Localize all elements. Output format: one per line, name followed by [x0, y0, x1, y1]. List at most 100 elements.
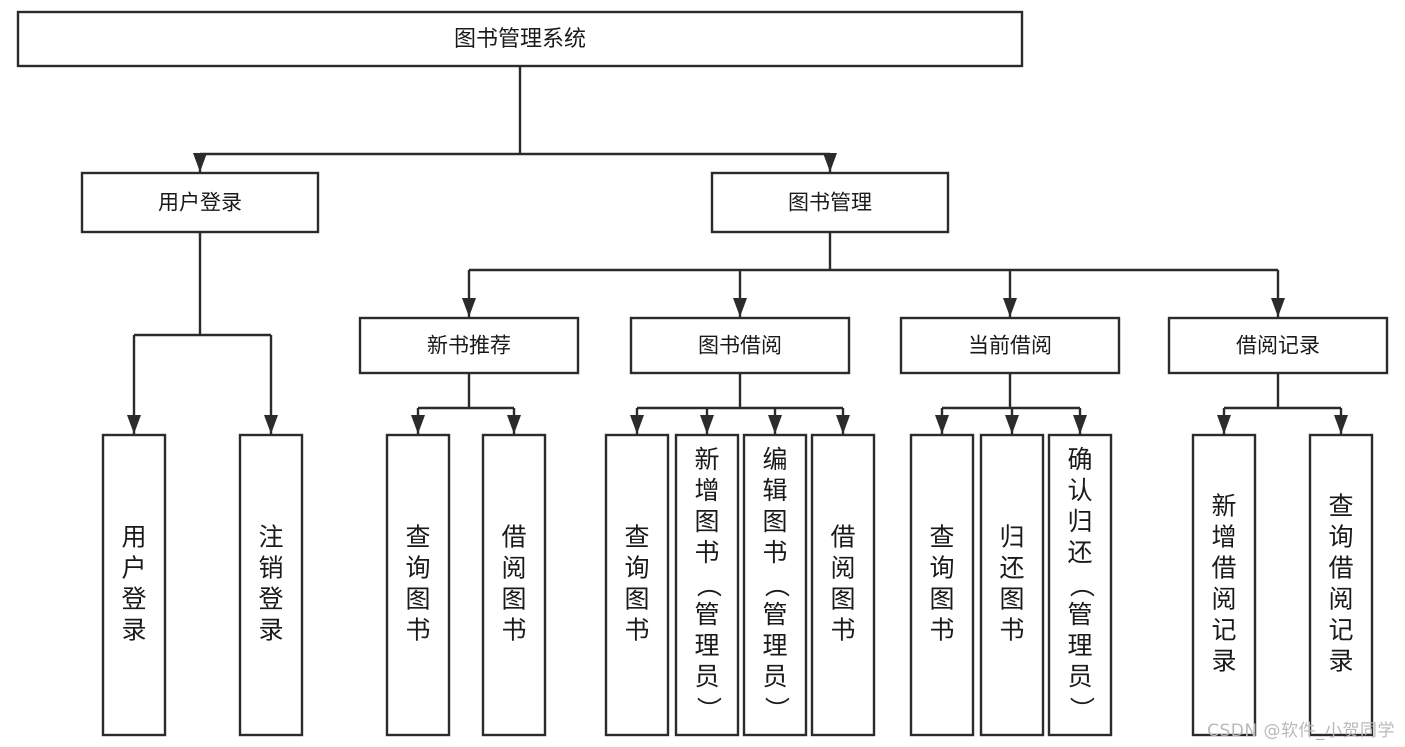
arrow-head-icon — [1003, 298, 1017, 317]
node-leaf-add-record-label-char: 录 — [1211, 647, 1236, 676]
node-leaf-confirm-return-label-char: 理 — [1067, 631, 1092, 660]
node-book-manage[interactable]: 图书管理 — [710, 171, 950, 234]
node-new-book-recommend[interactable]: 新书推荐 — [358, 316, 580, 375]
node-book-manage-rect[interactable] — [710, 171, 950, 234]
node-leaf-confirm-return-label-char: 确 — [1067, 445, 1092, 474]
node-borrow-record-rect[interactable] — [1167, 316, 1389, 375]
node-user-login-rect[interactable] — [80, 171, 320, 234]
node-leaf-return-book-rect[interactable] — [979, 433, 1045, 737]
node-leaf-edit-book-label-char: 理 — [762, 631, 787, 660]
arrow-head-icon — [935, 415, 949, 434]
node-new-book-recommend-rect[interactable] — [358, 316, 580, 375]
arrow-head-icon — [768, 415, 782, 434]
arrow-head-icon — [127, 415, 141, 434]
node-leaf-add-record-label-char: 阅 — [1211, 585, 1236, 614]
node-new-book-recommend-label: 新书推荐 — [427, 334, 511, 358]
arrow-head-icon — [462, 298, 476, 317]
connectors-layer — [127, 66, 1348, 434]
node-leaf-user-login[interactable]: 用户登录 — [101, 433, 167, 737]
node-leaf-user-login-label-char: 录 — [121, 616, 146, 645]
node-book-manage-label: 图书管理 — [788, 191, 872, 215]
node-leaf-query-book-2-label-char: 图 — [624, 585, 649, 614]
node-book-borrow-rect[interactable] — [629, 316, 851, 375]
node-leaf-user-login-label-char: 登 — [121, 585, 146, 614]
node-leaf-query-book-3-label-char: 书 — [929, 616, 954, 645]
node-leaf-confirm-return-rect[interactable] — [1047, 433, 1113, 737]
arrow-head-icon — [630, 415, 644, 434]
node-leaf-query-book-3-label-char: 图 — [929, 585, 954, 614]
node-leaf-edit-book-label-char: （ — [762, 572, 791, 597]
arrow-head-icon — [193, 153, 207, 172]
node-leaf-borrow-book-2-label-char: 书 — [830, 616, 855, 645]
arrow-head-icon — [733, 298, 747, 317]
node-leaf-query-record-rect[interactable] — [1308, 433, 1374, 737]
node-leaf-query-record-label-char: 录 — [1328, 647, 1353, 676]
node-leaf-edit-book-label-char: 书 — [762, 538, 787, 567]
node-leaf-borrow-book-2-label-char: 借 — [830, 523, 855, 552]
node-leaf-add-book-label-char: 管 — [694, 600, 719, 629]
node-leaf-edit-book-label-char: 辑 — [762, 476, 787, 505]
node-leaf-query-book-1-rect[interactable] — [385, 433, 451, 737]
node-leaf-borrow-book-2-rect[interactable] — [810, 433, 876, 737]
node-leaf-confirm-return-label-char: 还 — [1067, 538, 1092, 567]
node-borrow-record[interactable]: 借阅记录 — [1167, 316, 1389, 375]
node-leaf-add-book-label-char: 员 — [694, 662, 719, 691]
arrow-head-icon — [1073, 415, 1087, 434]
node-leaf-add-book-label-char: （ — [694, 572, 723, 597]
node-leaf-query-book-3-rect[interactable] — [909, 433, 975, 737]
node-leaf-edit-book-label-char: 管 — [762, 600, 787, 629]
node-leaf-add-record-rect[interactable] — [1191, 433, 1257, 737]
boxes-layer: 图书管理系统用户登录图书管理新书推荐图书借阅当前借阅借阅记录用户登录注销登录查询… — [16, 10, 1389, 737]
node-user-login-label: 用户登录 — [158, 191, 242, 215]
node-root-rect[interactable] — [16, 10, 1024, 68]
node-leaf-edit-book-rect[interactable] — [742, 433, 808, 737]
node-leaf-borrow-book-1-label-char: 借 — [501, 523, 526, 552]
node-leaf-return-book-label-char: 还 — [999, 554, 1024, 583]
node-leaf-query-book-1-label-char: 书 — [405, 616, 430, 645]
node-leaf-query-record-label-char: 阅 — [1328, 585, 1353, 614]
node-leaf-add-record-label-char: 记 — [1211, 616, 1236, 645]
node-root[interactable]: 图书管理系统 — [16, 10, 1024, 68]
node-leaf-borrow-book-1-rect[interactable] — [481, 433, 547, 737]
arrow-head-icon — [507, 415, 521, 434]
node-leaf-user-login-label-char: 户 — [121, 554, 146, 583]
node-user-login[interactable]: 用户登录 — [80, 171, 320, 234]
node-leaf-confirm-return-label-char: （ — [1067, 572, 1096, 597]
node-leaf-query-book-2-label-char: 询 — [624, 554, 649, 583]
node-leaf-query-book-2-label-char: 查 — [624, 523, 649, 552]
node-leaf-user-login-rect[interactable] — [101, 433, 167, 737]
node-leaf-add-book-label-char: 理 — [694, 631, 719, 660]
node-leaf-add-book-rect[interactable] — [674, 433, 740, 737]
node-current-borrow[interactable]: 当前借阅 — [899, 316, 1121, 375]
node-current-borrow-label: 当前借阅 — [968, 334, 1052, 358]
node-leaf-confirm-return-label-char: 管 — [1067, 600, 1092, 629]
node-leaf-query-book-2-rect[interactable] — [604, 433, 670, 737]
node-leaf-add-book-label-char: 新 — [694, 445, 719, 474]
node-leaf-borrow-book-1-label-char: 阅 — [501, 554, 526, 583]
node-leaf-logout-rect[interactable] — [238, 433, 304, 737]
node-book-borrow[interactable]: 图书借阅 — [629, 316, 851, 375]
node-leaf-borrow-book-2-label-char: 图 — [830, 585, 855, 614]
node-leaf-confirm-return-label-char: 认 — [1067, 476, 1092, 505]
node-leaf-edit-book-label-char: 员 — [762, 662, 787, 691]
node-current-borrow-rect[interactable] — [899, 316, 1121, 375]
node-leaf-confirm-return-label-char: 归 — [1067, 507, 1092, 536]
node-leaf-logout-label-char: 录 — [258, 616, 283, 645]
node-leaf-add-book-label-char: 增 — [694, 476, 719, 505]
node-leaf-query-book-3-label-char: 询 — [929, 554, 954, 583]
node-leaf-query-book-2-label-char: 书 — [624, 616, 649, 645]
